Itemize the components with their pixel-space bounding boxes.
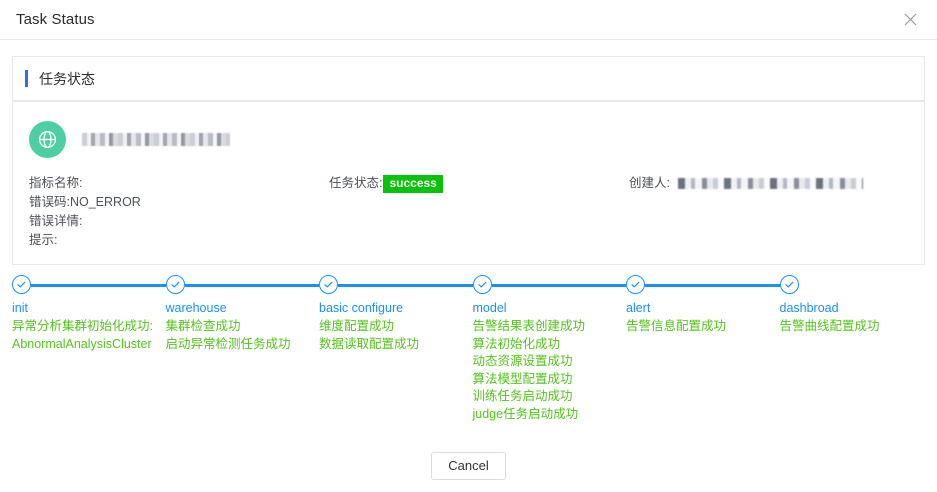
check-circle-icon: [626, 275, 645, 294]
step-message: judge任务启动成功: [473, 406, 619, 424]
step-init[interactable]: init异常分析集群初始化成功: AbnormalAnalysisCluster: [12, 275, 166, 423]
panel-heading-text: 任务状态: [39, 69, 95, 89]
creator-row: 创建人:: [629, 174, 908, 193]
check-circle-icon: [12, 275, 31, 294]
step-title: alert: [626, 300, 772, 317]
step-message: 告警信息配置成功: [626, 318, 772, 336]
close-icon[interactable]: [899, 9, 921, 31]
step-head: [319, 275, 465, 297]
step-messages: 维度配置成功数据读取配置成功: [319, 318, 465, 353]
step-title: dashbroad: [780, 300, 926, 317]
step-messages: 异常分析集群初始化成功: AbnormalAnalysisCluster: [12, 318, 158, 353]
modal-header: Task Status: [0, 0, 937, 40]
error-detail-label: 错误详情:: [29, 212, 329, 231]
creator-label: 创建人:: [629, 174, 670, 193]
step-connector-line: [492, 284, 627, 287]
error-code-label: 错误码:NO_ERROR: [29, 193, 329, 212]
step-message: 启动异常检测任务成功: [166, 336, 312, 354]
step-head: [12, 275, 158, 297]
info-grid: 指标名称: 错误码:NO_ERROR 错误详情: 提示: 任务状态: succe…: [13, 162, 924, 250]
step-head: [780, 275, 926, 297]
step-connector-line: [31, 284, 166, 287]
cancel-button[interactable]: Cancel: [431, 452, 505, 480]
check-circle-icon: [166, 275, 185, 294]
step-head: [473, 275, 619, 297]
step-messages: 集群检查成功启动异常检测任务成功: [166, 318, 312, 353]
step-head: [166, 275, 312, 297]
steps-row: init异常分析集群初始化成功: AbnormalAnalysisCluster…: [12, 275, 925, 423]
step-message: 算法模型配置成功: [473, 371, 619, 389]
info-column-left: 指标名称: 错误码:NO_ERROR 错误详情: 提示:: [29, 174, 329, 250]
task-details: 指标名称: 错误码:NO_ERROR 错误详情: 提示: 任务状态: succe…: [13, 102, 924, 264]
step-messages: 告警曲线配置成功: [780, 318, 926, 336]
step-messages: 告警结果表创建成功算法初始化成功动态资源设置成功算法模型配置成功训练任务启动成功…: [473, 318, 619, 423]
accent-bar: [25, 70, 28, 87]
step-title: warehouse: [166, 300, 312, 317]
entity-name-redacted: [82, 133, 230, 146]
step-message: 动态资源设置成功: [473, 353, 619, 371]
tip-label: 提示:: [29, 231, 329, 250]
check-circle-icon: [473, 275, 492, 294]
task-status-panel-body: 指标名称: 错误码:NO_ERROR 错误详情: 提示: 任务状态: succe…: [12, 101, 925, 265]
check-circle-icon: [319, 275, 338, 294]
page-title: Task Status: [16, 11, 95, 28]
task-status-label: 任务状态:: [329, 174, 382, 193]
globe-icon: [29, 121, 66, 158]
step-message: 告警结果表创建成功: [473, 318, 619, 336]
step-title: basic configure: [319, 300, 465, 317]
status-badge: success: [383, 175, 442, 193]
step-messages: 告警信息配置成功: [626, 318, 772, 336]
step-title: model: [473, 300, 619, 317]
info-column-middle: 任务状态: success: [329, 174, 629, 250]
step-title: init: [12, 300, 158, 317]
step-message: 告警曲线配置成功: [780, 318, 926, 336]
step-alert[interactable]: alert告警信息配置成功: [626, 275, 780, 423]
check-circle-icon: [780, 275, 799, 294]
task-status-row: 任务状态: success: [329, 174, 629, 193]
step-model[interactable]: model告警结果表创建成功算法初始化成功动态资源设置成功算法模型配置成功训练任…: [473, 275, 627, 423]
step-message: 算法初始化成功: [473, 336, 619, 354]
entity-row: [13, 116, 924, 162]
modal-body: 任务状态 指标名称: 错误码:NO_ERROR 错误详情:: [0, 40, 937, 423]
step-message: 集群检查成功: [166, 318, 312, 336]
step-message: 数据读取配置成功: [319, 336, 465, 354]
info-column-right: 创建人:: [629, 174, 908, 250]
step-message: 异常分析集群初始化成功: AbnormalAnalysisCluster: [12, 318, 158, 353]
step-connector-line: [338, 284, 473, 287]
creator-value-redacted: [678, 178, 863, 189]
step-message: 训练任务启动成功: [473, 388, 619, 406]
step-dashbroad[interactable]: dashbroad告警曲线配置成功: [780, 275, 926, 423]
step-head: [626, 275, 772, 297]
step-warehouse[interactable]: warehouse集群检查成功启动异常检测任务成功: [166, 275, 320, 423]
step-basic-configure[interactable]: basic configure维度配置成功数据读取配置成功: [319, 275, 473, 423]
metric-name-label: 指标名称:: [29, 174, 329, 193]
task-progress-steps: init异常分析集群初始化成功: AbnormalAnalysisCluster…: [12, 275, 925, 423]
modal-footer: Cancel: [0, 452, 937, 480]
step-connector-line: [185, 284, 320, 287]
panel-heading-row: 任务状态: [13, 57, 924, 101]
task-status-panel-header: 任务状态: [12, 56, 925, 102]
step-connector-line: [645, 284, 780, 287]
step-message: 维度配置成功: [319, 318, 465, 336]
